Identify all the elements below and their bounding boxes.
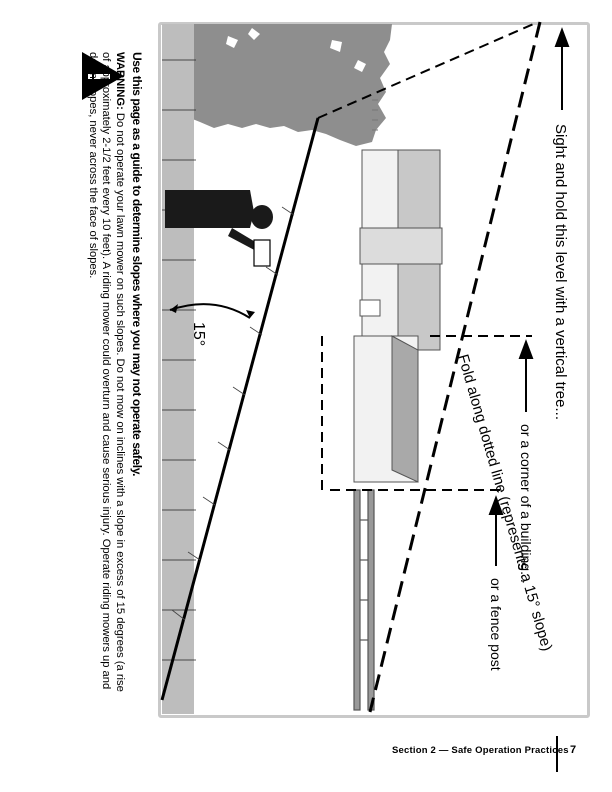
building-arrow bbox=[518, 339, 534, 412]
fence bbox=[353, 489, 375, 711]
warning-triangle-icon bbox=[82, 52, 124, 100]
fence-arrow bbox=[488, 495, 504, 566]
slope-line bbox=[160, 117, 320, 701]
warning-label: WARNING: bbox=[114, 52, 126, 110]
page-number: 7 bbox=[570, 744, 577, 756]
warning-text: Do not operate your lawn mower on such s… bbox=[87, 52, 126, 692]
level-card bbox=[253, 239, 271, 267]
sight-arrow bbox=[554, 27, 570, 110]
house bbox=[353, 149, 443, 483]
tree-foliage bbox=[190, 24, 392, 146]
sight-label: Sight and hold this level with a vertica… bbox=[552, 124, 569, 420]
angle-label: 15° bbox=[190, 322, 207, 346]
grass-band bbox=[162, 24, 194, 714]
guide-instruction: Use this page as a guide to determine sl… bbox=[130, 52, 144, 477]
fence-label: or a fence post bbox=[488, 578, 504, 671]
footer-divider bbox=[556, 736, 558, 772]
building-label: or a corner of a building... bbox=[518, 424, 534, 583]
footer-section-title: Section 2 — Safe Operation Practices bbox=[392, 745, 569, 756]
warning-text-block: Use this page as a guide to determine sl… bbox=[86, 52, 144, 692]
tree-reference-line bbox=[317, 21, 539, 119]
warning-paragraph: WARNING: Do not operate your lawn mower … bbox=[86, 52, 126, 692]
person-silhouette bbox=[165, 190, 273, 252]
angle-arc bbox=[169, 303, 251, 319]
